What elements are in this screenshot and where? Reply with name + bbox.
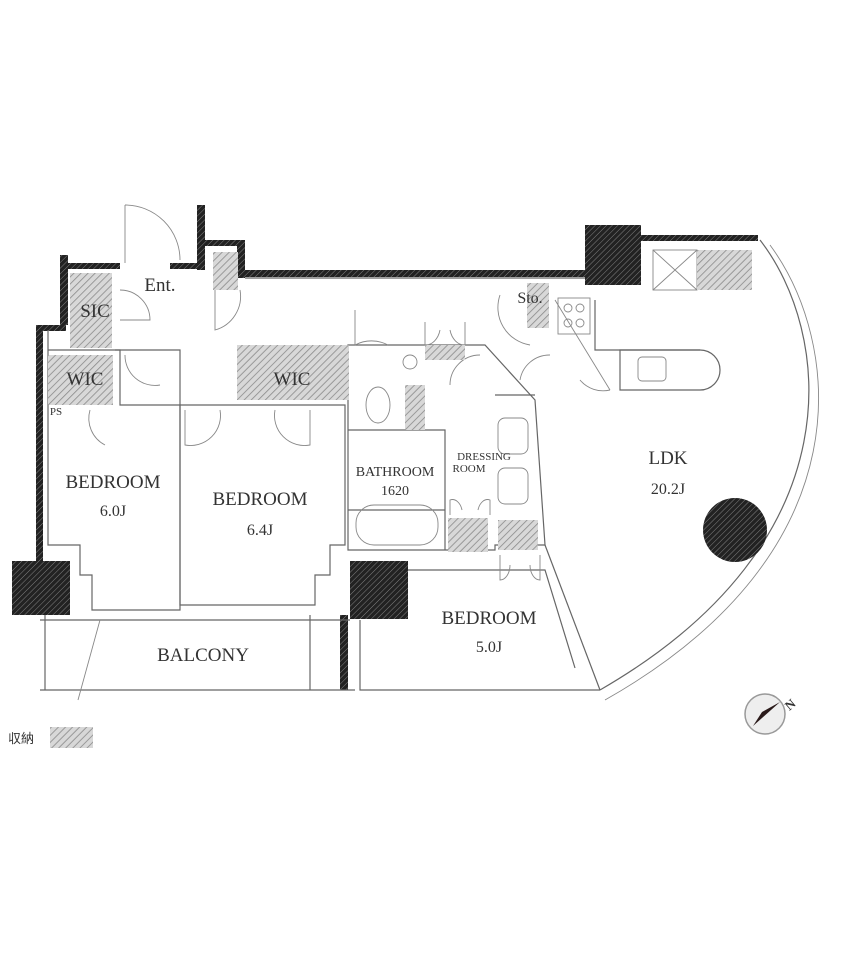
room-label-entrance: Ent.	[144, 275, 175, 296]
room-size-bedroom-3: 5.0J	[476, 639, 502, 656]
column	[703, 498, 767, 562]
room-label-wic: WIC	[274, 369, 311, 390]
stove	[557, 297, 591, 335]
room-label-bedroom-3: BEDROOM	[441, 608, 536, 629]
exterior-walls	[12, 205, 758, 690]
legend-storage-label: 収納	[8, 732, 34, 747]
room-label-sic: SIC	[80, 301, 110, 322]
room-label-dressing-line2: ROOM	[452, 463, 485, 475]
sink	[497, 417, 529, 455]
storage-areas	[48, 250, 767, 562]
room-size-ldk: 20.2J	[651, 481, 685, 498]
toilet	[365, 386, 391, 424]
pillar	[350, 561, 408, 619]
room-label-bedroom-2: BEDROOM	[212, 489, 307, 510]
legend-hatch-swatch	[50, 727, 93, 748]
room-label-bathroom: BATHROOM	[356, 465, 435, 480]
pillar	[585, 225, 641, 285]
room-label-ldk: LDK	[648, 448, 687, 469]
sink	[497, 467, 529, 505]
room-size-bedroom-1: 6.0J	[100, 503, 126, 520]
room-size-bedroom-2: 6.4J	[247, 522, 273, 539]
kitchen-sink	[637, 356, 667, 382]
compass-icon: N	[744, 693, 799, 735]
room-label-storage: Sto.	[517, 290, 542, 307]
room-label-bedroom-1: BEDROOM	[65, 472, 160, 493]
room-label-ps: PS	[50, 406, 62, 418]
interior-walls	[40, 204, 819, 701]
room-label-wic: WIC	[67, 369, 104, 390]
room-label-dressing: DRESSING	[457, 451, 511, 463]
pillar	[12, 561, 70, 615]
room-label-balcony: BALCONY	[157, 645, 249, 666]
room-size-bathroom: 1620	[381, 484, 409, 499]
legend: 収納	[8, 727, 93, 748]
bathtub	[355, 504, 439, 546]
